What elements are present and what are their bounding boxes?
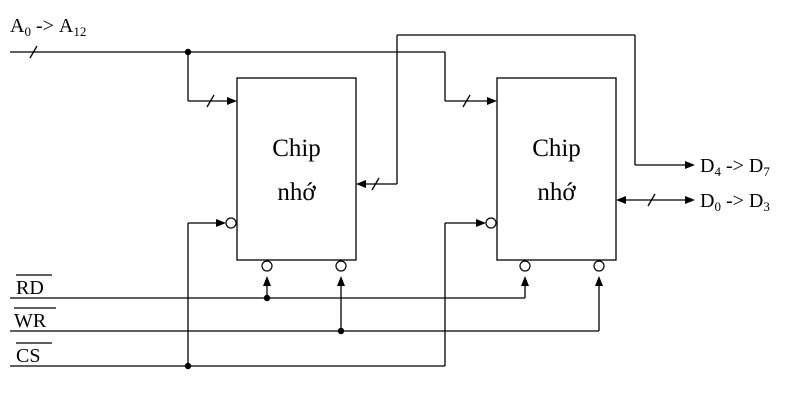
wr-bubble-chip-2 <box>593 260 605 272</box>
cs-bubble-chip-2 <box>485 217 497 229</box>
arrow-head <box>337 276 345 286</box>
wr-line <box>10 260 605 335</box>
rd-line <box>10 260 531 302</box>
cs-label: CS <box>16 345 40 367</box>
arrow-head <box>487 97 497 105</box>
arrow-head <box>227 97 237 105</box>
chip-2-label-line1: Chip <box>532 135 581 162</box>
arrow-head <box>685 161 695 169</box>
wr-bubble-chip-1 <box>335 260 347 272</box>
rd-bubble-chip-1 <box>261 260 273 272</box>
bus-slash <box>647 193 656 207</box>
bus-slash <box>371 177 380 191</box>
bus-slash <box>462 94 471 108</box>
arrow-head <box>263 276 271 286</box>
cs-line <box>10 217 497 370</box>
arrow-head <box>476 219 486 227</box>
address-bus <box>10 45 497 108</box>
memory-chip-2 <box>496 77 617 261</box>
data-bus-low <box>616 193 695 207</box>
wr-label: WR <box>14 310 47 332</box>
arrow-head <box>685 196 695 204</box>
bus-slash <box>29 45 38 59</box>
arrow-head <box>216 219 226 227</box>
data-low-label: D0->D3 <box>700 190 770 214</box>
cs-bubble-chip-1 <box>225 217 237 229</box>
arrow-head <box>595 276 603 286</box>
rd-bubble-chip-2 <box>519 260 531 272</box>
chip-2-label-line2: nhớ <box>537 179 576 206</box>
data-high-label: D4->D7 <box>700 155 770 179</box>
memory-chip-1 <box>236 77 357 261</box>
chip-1-label-line1: Chip <box>272 135 321 162</box>
arrow-head <box>356 180 366 188</box>
arrow-head <box>616 196 626 204</box>
address-bus-label: A0->A12 <box>10 15 86 39</box>
bus-slash <box>206 94 215 108</box>
arrow-head <box>521 276 529 286</box>
data-bus-high <box>356 34 695 191</box>
rd-label: RD <box>16 277 44 299</box>
chip-1-label-line2: nhớ <box>277 179 316 206</box>
